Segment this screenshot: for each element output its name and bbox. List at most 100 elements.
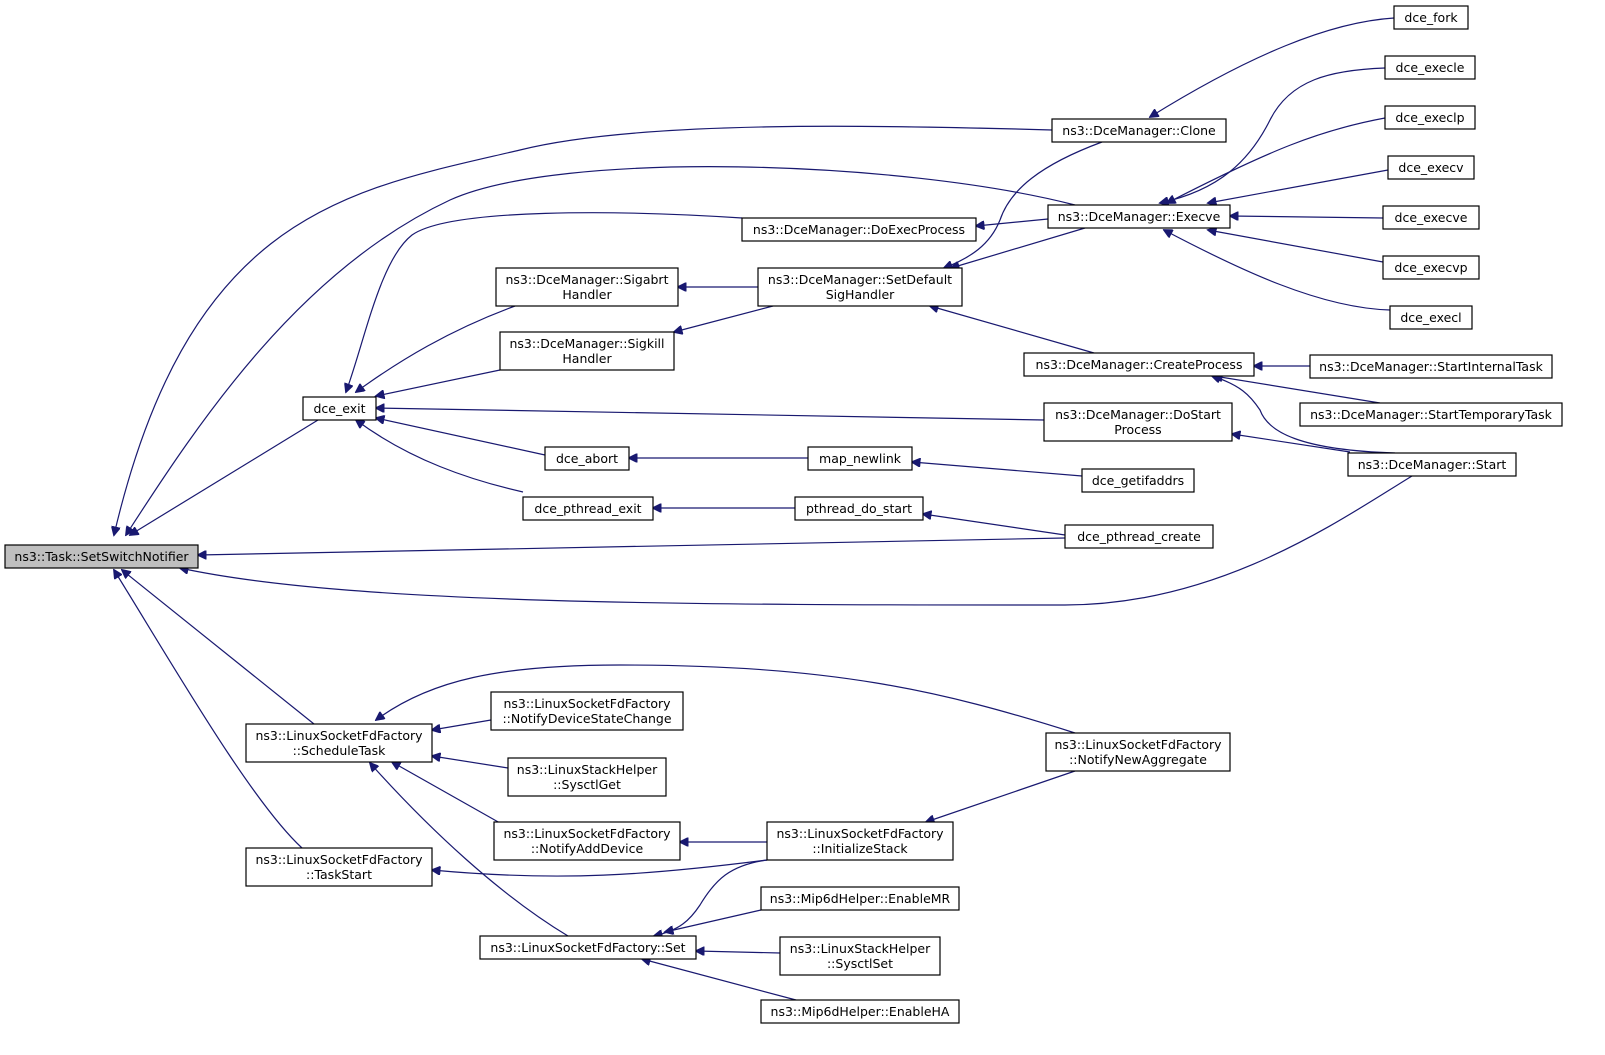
node-label: ns3::LinuxSocketFdFactory::Set [490, 940, 685, 955]
node-label: Process [1114, 422, 1161, 437]
edge-enable_mr-to-set [665, 909, 762, 932]
node-label: ns3::LinuxSocketFdFactory [1054, 737, 1222, 752]
edge-sigkill-to-dce_exit [376, 369, 501, 396]
node-label: ::NotifyAddDevice [531, 841, 644, 856]
node-label: dce_pthread_exit [534, 501, 641, 516]
node-execle[interactable]: dce_execle [1384, 55, 1476, 80]
node-dce-exit[interactable]: dce_exit [302, 396, 377, 421]
node-box [493, 821, 681, 861]
edge-doexec-to-dce_exit [346, 212, 743, 392]
node-label: ns3::LinuxSocketFdFactory [255, 852, 423, 867]
node-box [1393, 5, 1469, 30]
node-label: ns3::DceManager::DoStart [1055, 407, 1221, 422]
node-root[interactable]: ns3::Task::SetSwitchNotifier [4, 544, 199, 569]
node-schedule-task[interactable]: ns3::LinuxSocketFdFactory::ScheduleTask [245, 723, 433, 763]
edge-pthread_create-to-root [198, 537, 1066, 555]
node-label: ns3::DceManager::Execve [1058, 209, 1221, 224]
node-notify-state[interactable]: ns3::LinuxSocketFdFactory::NotifyDeviceS… [490, 691, 684, 731]
node-label: ::ScheduleTask [293, 743, 387, 758]
edge-clone-to-root [114, 125, 1053, 535]
node-dce-abort[interactable]: dce_abort [544, 446, 630, 471]
node-start-temp[interactable]: ns3::DceManager::StartTemporaryTask [1299, 402, 1563, 427]
node-start[interactable]: ns3::DceManager::Start [1347, 452, 1517, 477]
node-task-start[interactable]: ns3::LinuxSocketFdFactory::TaskStart [245, 847, 433, 887]
edge-sigabrt-to-dce_exit [356, 305, 516, 392]
node-execv[interactable]: dce_execv [1387, 155, 1475, 180]
edge-dce_exit-to-root [130, 419, 319, 535]
edge-sysctlset-to-set [696, 951, 781, 953]
node-label: dce_abort [556, 451, 618, 466]
node-label: dce_execl [1400, 310, 1461, 325]
node-label: dce_execlp [1395, 110, 1464, 125]
edge-schedule_task-to-root [122, 570, 315, 725]
edge-dostart-to-dce_exit [376, 408, 1045, 421]
node-label: ns3::LinuxStackHelper [790, 941, 931, 956]
node-dce-fork[interactable]: dce_fork [1393, 5, 1469, 30]
node-set[interactable]: ns3::LinuxSocketFdFactory::Set [479, 935, 697, 960]
edge-notify_add-to-schedule_task [392, 762, 501, 824]
node-label: dce_execve [1395, 210, 1468, 225]
node-init-stack[interactable]: ns3::LinuxSocketFdFactory::InitializeSta… [766, 821, 954, 861]
node-getifaddrs[interactable]: dce_getifaddrs [1081, 468, 1195, 493]
node-notify-agg[interactable]: ns3::LinuxSocketFdFactory::NotifyNewAggr… [1045, 732, 1231, 772]
edge-start-to-dostart [1232, 434, 1351, 453]
node-execl[interactable]: dce_execl [1389, 305, 1473, 330]
node-box [1081, 468, 1195, 493]
node-box [544, 446, 630, 471]
node-createproc[interactable]: ns3::DceManager::CreateProcess [1023, 352, 1255, 377]
node-clone[interactable]: ns3::DceManager::Clone [1051, 118, 1227, 143]
node-label: ns3::LinuxSocketFdFactory [255, 728, 423, 743]
node-box [1347, 452, 1517, 477]
node-box [245, 847, 433, 887]
node-label: ns3::LinuxSocketFdFactory [776, 826, 944, 841]
node-box [760, 999, 960, 1024]
edge-execve-to-doexec [976, 218, 1049, 226]
node-label: ns3::DceManager::StartInternalTask [1319, 359, 1543, 374]
node-label: ::SysctlSet [827, 956, 893, 971]
node-box [245, 723, 433, 763]
edge-getifaddrs-to-map_newlink [912, 462, 1083, 477]
node-label: ::InitializeStack [812, 841, 908, 856]
node-box [522, 496, 654, 521]
node-doexec[interactable]: ns3::DceManager::DoExecProcess [741, 217, 977, 242]
node-execlp[interactable]: dce_execlp [1384, 105, 1476, 130]
node-start-internal[interactable]: ns3::DceManager::StartInternalTask [1309, 354, 1553, 379]
node-box [507, 757, 667, 797]
node-notify-add[interactable]: ns3::LinuxSocketFdFactory::NotifyAddDevi… [493, 821, 681, 861]
edge-execve-to-setdefault [951, 227, 1086, 268]
edge-execve_fn-to-execve [1230, 216, 1384, 218]
edge-start_temp-to-createproc [1214, 376, 1381, 404]
node-map-newlink[interactable]: map_newlink [807, 446, 913, 471]
node-label: ns3::DceManager::Sigabrt [506, 272, 669, 287]
node-execve-fn[interactable]: dce_execve [1382, 205, 1480, 230]
node-label: dce_pthread_create [1077, 529, 1201, 544]
node-box [302, 396, 377, 421]
node-box [779, 936, 941, 976]
edge-createproc-to-setdefault [930, 306, 1095, 354]
edge-execv-to-execve [1208, 169, 1389, 203]
edge-clone-to-setdefault [944, 141, 1103, 268]
edge-set-to-schedule_task [370, 763, 569, 937]
node-label: dce_execvp [1394, 260, 1467, 275]
node-label: ns3::LinuxStackHelper [517, 762, 658, 777]
node-box [1045, 732, 1231, 772]
node-pthread-do-start[interactable]: pthread_do_start [794, 496, 924, 521]
node-enable-ha[interactable]: ns3::Mip6dHelper::EnableHA [760, 999, 960, 1024]
node-pthread-create[interactable]: dce_pthread_create [1064, 524, 1214, 549]
node-box [1389, 305, 1473, 330]
node-box [1384, 105, 1476, 130]
node-sysctlget[interactable]: ns3::LinuxStackHelper::SysctlGet [507, 757, 667, 797]
node-execve[interactable]: ns3::DceManager::Execve [1047, 204, 1231, 229]
node-enable-mr[interactable]: ns3::Mip6dHelper::EnableMR [760, 886, 960, 911]
node-box [479, 935, 697, 960]
node-pthread-exit[interactable]: dce_pthread_exit [522, 496, 654, 521]
node-execvp[interactable]: dce_execvp [1382, 255, 1480, 280]
node-box [1387, 155, 1475, 180]
node-sysctlset[interactable]: ns3::LinuxStackHelper::SysctlSet [779, 936, 941, 976]
node-label: ::NotifyNewAggregate [1069, 752, 1207, 767]
